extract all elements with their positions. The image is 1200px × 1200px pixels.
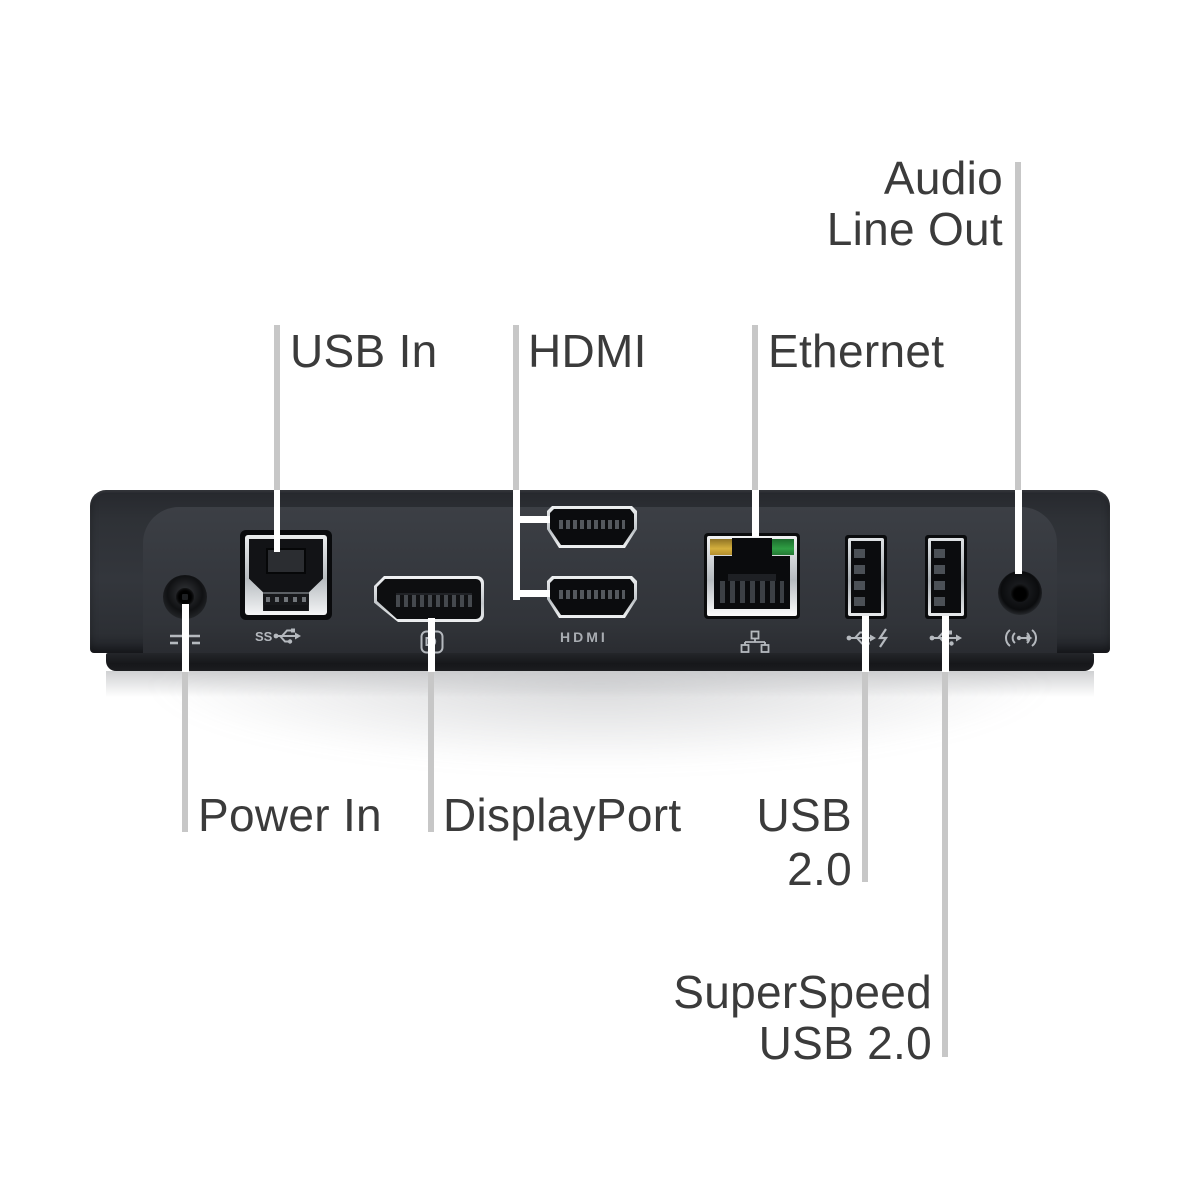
hdmi-port-top	[547, 506, 637, 548]
hdmi-marking: HDMI	[560, 629, 608, 645]
svg-text:SS: SS	[255, 629, 273, 644]
ethernet-led-green	[770, 539, 794, 555]
usb-a-pins	[934, 549, 945, 607]
superspeed-usb-icon: SS	[255, 626, 303, 646]
callout-line-displayport	[428, 618, 435, 672]
usb-b-cavity	[249, 539, 323, 611]
callout-line-usb-in	[274, 490, 280, 552]
callout-line-audio	[1015, 162, 1021, 490]
ethernet-pins	[720, 581, 784, 603]
callout-line-superspeed	[942, 616, 949, 672]
callout-line-hdmi-branch-bottom	[517, 590, 550, 597]
usb-b-in-port	[240, 530, 332, 620]
usb-a-metal-frame	[848, 538, 884, 616]
line-out-icon	[1004, 627, 1038, 649]
device-reflection-glow	[140, 678, 1060, 768]
usb-b-opening	[266, 548, 306, 574]
ethernet-latch-slot	[732, 538, 772, 560]
audio-jack-port	[998, 571, 1042, 615]
usb-b-metal-frame	[245, 535, 327, 615]
ethernet-cavity	[714, 556, 790, 609]
displayport-port	[374, 576, 484, 622]
usb-a-port	[925, 535, 967, 619]
device-reflection-strip	[106, 671, 1094, 697]
displayport-label: DisplayPort	[443, 789, 682, 841]
ethernet-port	[704, 533, 800, 619]
hdmi-port-bottom	[547, 576, 637, 618]
callout-line-hdmi	[513, 325, 519, 490]
callout-line-power-in	[182, 672, 188, 832]
usb-a-cavity	[931, 541, 961, 613]
hdmi-label: HDMI	[528, 325, 647, 377]
usb-a-metal-frame	[928, 538, 964, 616]
callout-line-usb20	[862, 672, 868, 882]
callout-line-audio	[1015, 490, 1022, 574]
callout-line-hdmi-branch-top	[517, 516, 550, 523]
callout-line-usb20	[862, 616, 869, 672]
ethernet-label: Ethernet	[768, 325, 945, 377]
callout-line-ethernet	[752, 490, 759, 537]
hdmi-pins	[559, 590, 625, 599]
usb-b-pins	[260, 592, 312, 605]
callout-line-ethernet	[752, 325, 758, 490]
usb-20-label: USB 2.0	[756, 789, 852, 895]
ethernet-led-yellow	[710, 539, 734, 555]
hdmi-pins	[559, 520, 625, 529]
usb-a-pins	[854, 549, 865, 607]
displayport-pins	[396, 593, 472, 607]
power-jack-pin	[182, 594, 188, 600]
network-icon	[739, 630, 771, 654]
callout-line-displayport	[428, 672, 434, 832]
callout-line-superspeed	[942, 672, 948, 1057]
power-in-label: Power In	[198, 789, 382, 841]
ethernet-metal-frame	[707, 536, 797, 616]
callout-line-usb-in	[274, 325, 280, 490]
callout-line-power-in	[182, 604, 189, 672]
usb-a-powered-port	[845, 535, 887, 619]
device-base	[106, 653, 1094, 671]
callout-line-hdmi	[513, 490, 520, 600]
usb-in-label: USB In	[290, 325, 438, 377]
audio-line-out-label: Audio Line Out	[826, 152, 1003, 255]
audio-jack-hole	[1011, 584, 1029, 602]
usb-a-cavity	[851, 541, 881, 613]
superspeed-usb-20-label: SuperSpeed USB 2.0	[673, 966, 932, 1069]
